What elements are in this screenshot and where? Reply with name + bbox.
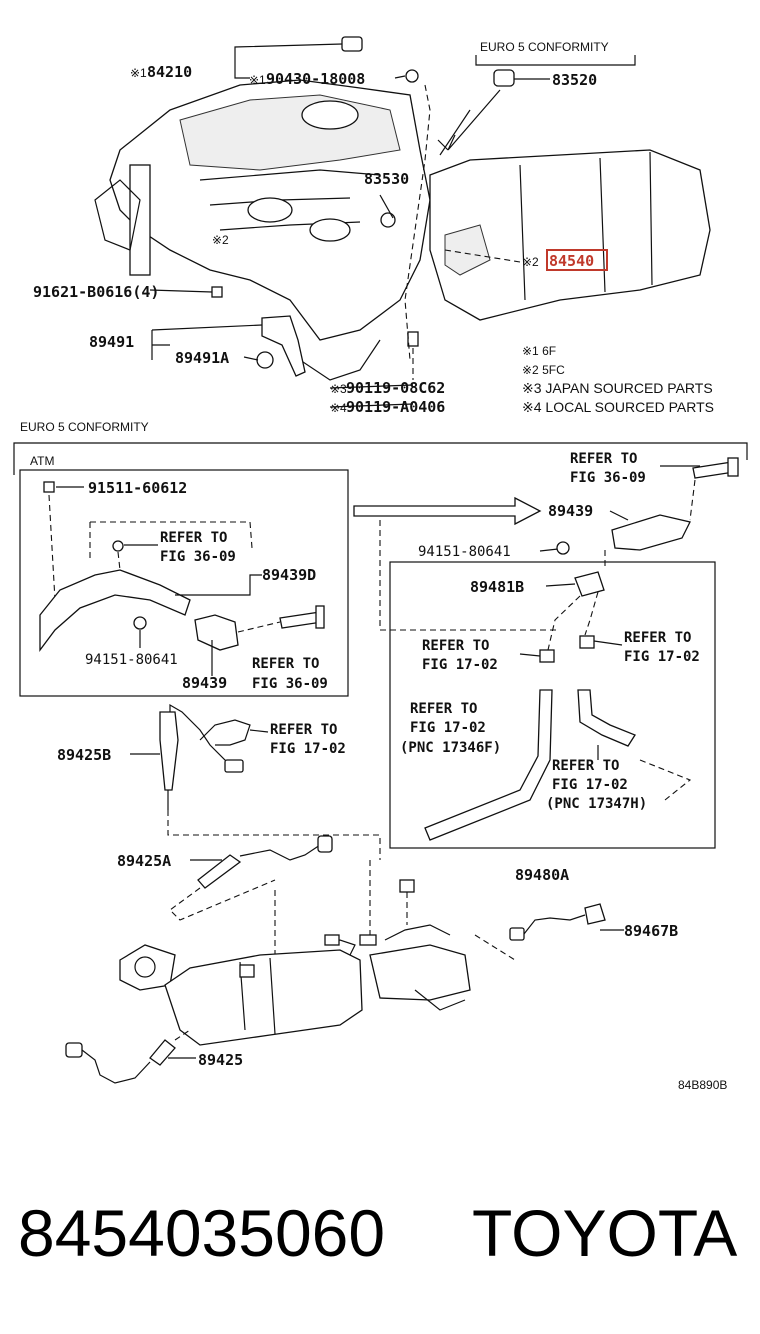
sensor-89481b-illustration: [574, 571, 605, 597]
dashed-route-a: [379, 520, 560, 631]
dashed-route-c: [639, 759, 692, 801]
refer-fig-g[interactable]: FIG 17-02: [552, 777, 628, 793]
part-84210[interactable]: 84210: [147, 63, 192, 81]
mark-1: ※1: [130, 66, 147, 80]
mark-2b: ※2: [522, 255, 539, 269]
hose-assembly-box: [389, 561, 716, 849]
refer-to-e: REFER TO: [624, 630, 691, 646]
refer-fig-h[interactable]: FIG 17-02: [270, 741, 346, 757]
mark-4: ※4: [330, 401, 347, 415]
part-89439-a[interactable]: 89439: [182, 674, 227, 692]
euro5-title-bottom: EURO 5 CONFORMITY: [20, 420, 149, 434]
refer-fig-d[interactable]: FIG 17-02: [422, 657, 498, 673]
highlight-box-84540: [546, 249, 608, 271]
part-83530[interactable]: 83530: [364, 170, 409, 188]
part-89425a[interactable]: 89425A: [117, 852, 171, 870]
part-89467b[interactable]: 89467B: [624, 922, 678, 940]
part-90119-08c62[interactable]: 90119-08C62: [346, 379, 445, 397]
atm-title: ATM: [30, 454, 54, 468]
hose-17346f-illustration: [424, 689, 553, 841]
refer-to-d: REFER TO: [422, 638, 489, 654]
exhaust-assembly-illustration: [119, 860, 471, 1046]
part-94151-80641-a[interactable]: 94151-80641: [85, 652, 178, 668]
refer-to-b: REFER TO: [252, 656, 319, 672]
part-89480a[interactable]: 89480A: [515, 866, 569, 884]
dashed-route-e: [169, 879, 276, 921]
part-91511-60612[interactable]: 91511-60612: [88, 479, 187, 497]
mark-3: ※3: [330, 382, 347, 396]
bolt-dash: [689, 479, 696, 521]
dashed-route-g: [474, 934, 516, 961]
refer-to-f: REFER TO: [410, 701, 477, 717]
part-91621-b0616[interactable]: 91621-B0616(4): [33, 283, 159, 301]
refer-fig-f[interactable]: FIG 17-02: [410, 720, 486, 736]
dashed-sensor-links: [547, 591, 599, 651]
refer-pnc-f: (PNC 17346F): [400, 740, 501, 756]
legend-line-4: ※4 LOCAL SOURCED PARTS: [522, 399, 714, 415]
part-89481b[interactable]: 89481B: [470, 578, 524, 596]
bracket-89439-illustration: [611, 514, 691, 551]
engine-transmission-illustration: [94, 36, 711, 381]
part-89425b[interactable]: 89425B: [57, 746, 111, 764]
atm-box: [19, 469, 349, 697]
part-84540-highlighted[interactable]: 84540: [549, 252, 594, 270]
leader-refer-e: [593, 640, 623, 646]
refer-fig-b[interactable]: FIG 36-09: [252, 676, 328, 692]
part-89439-b[interactable]: 89439: [548, 502, 593, 520]
euro5-bracket: [13, 442, 748, 475]
refer-to-h: REFER TO: [270, 722, 337, 738]
atm-bracket-illustration: [39, 481, 325, 652]
part-89491[interactable]: 89491: [89, 333, 134, 351]
legend-line-3: ※3 JAPAN SOURCED PARTS: [522, 380, 713, 396]
leader-refer-h: [249, 729, 269, 733]
part-89491a[interactable]: 89491A: [175, 349, 229, 367]
mark-1b: ※1: [249, 73, 266, 87]
leader-89439d: [175, 574, 262, 596]
footer-brand: TOYOTA: [472, 1196, 737, 1270]
leader-89481b: [545, 583, 576, 587]
sensor-89425a-illustration: [197, 835, 333, 889]
refer-pnc-g: (PNC 17347H): [546, 796, 647, 812]
footer-part-number: 8454035060: [18, 1196, 385, 1270]
refer-fig-c[interactable]: FIG 36-09: [570, 470, 646, 486]
refer-fig-a[interactable]: FIG 36-09: [160, 549, 236, 565]
sensor-89425-illustration: [65, 1029, 191, 1084]
diagram-code: 84B890B: [678, 1078, 727, 1092]
part-90430-18008[interactable]: 90430-18008: [266, 70, 365, 88]
part-89439d[interactable]: 89439D: [262, 566, 316, 584]
top-leader-lines: [149, 43, 636, 408]
leader-89439-b: [609, 510, 629, 521]
leader-refer-d: [519, 653, 541, 657]
hose-clamp-left: [539, 649, 555, 663]
nut-illustration: [556, 541, 570, 555]
legend-line-1: ※1 6F: [522, 344, 556, 358]
hose-17347h-illustration: [577, 689, 636, 747]
mark-2: ※2: [212, 233, 229, 247]
part-83520[interactable]: 83520: [552, 71, 597, 89]
part-94151-80641-b[interactable]: 94151-80641: [418, 544, 511, 560]
legend-line-2: ※2 5FC: [522, 363, 565, 377]
leader-94151-b: [539, 548, 559, 552]
refer-to-a: REFER TO: [160, 530, 227, 546]
sensor-89467b-illustration: [509, 903, 606, 941]
refer-to-g: REFER TO: [552, 758, 619, 774]
dashed-route-d: [167, 810, 381, 860]
refer-fig-e[interactable]: FIG 17-02: [624, 649, 700, 665]
refer-to-c: REFER TO: [570, 451, 637, 467]
part-89425[interactable]: 89425: [198, 1051, 243, 1069]
euro5-title-top: EURO 5 CONFORMITY: [480, 40, 609, 54]
sensor-89425b-illustration: [159, 703, 251, 810]
bolt-head: [727, 457, 739, 477]
transfer-arrow: [353, 496, 542, 526]
part-90119-a0406[interactable]: 90119-A0406: [346, 398, 445, 416]
hose-clamp-right: [579, 635, 595, 649]
